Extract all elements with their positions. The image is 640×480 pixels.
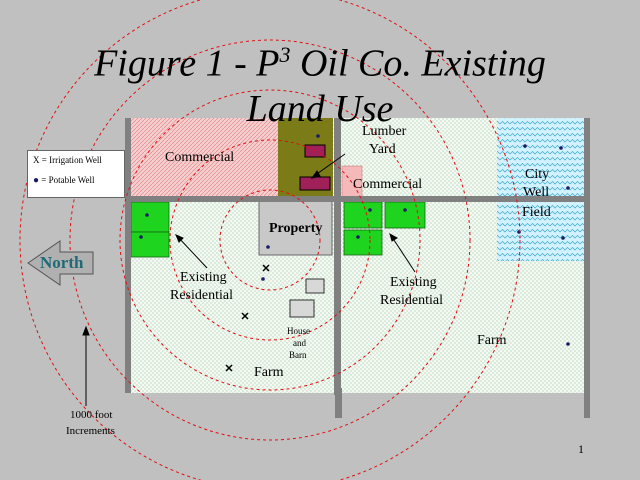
label-house-line1: House <box>287 326 310 336</box>
legend-potable: = Potable Well <box>41 175 95 185</box>
label-lumber-line2: Yard <box>369 142 396 157</box>
residential-lot <box>343 201 383 229</box>
barn-building <box>289 299 315 318</box>
north-label: North <box>40 253 84 272</box>
distance-ring <box>19 0 521 480</box>
city-well-field-zone <box>497 118 585 261</box>
label-lumber-line1: Lumber <box>362 124 407 139</box>
label-increments-line1: 1000 foot <box>70 409 113 421</box>
distance-ring <box>219 189 321 291</box>
label-commercial-right: Commercial <box>353 177 423 192</box>
label-residential-left-line2: Residential <box>170 288 233 303</box>
road-east <box>584 118 590 418</box>
potable-dot-icon: ● <box>33 175 40 186</box>
distance-ring <box>119 89 421 391</box>
legend-irrigation: X = Irrigation Well <box>33 155 102 165</box>
road-center <box>334 118 341 395</box>
potable-well-dot <box>266 245 270 249</box>
potable-well-dot <box>566 342 570 346</box>
irrigation-wells <box>225 264 270 372</box>
residential-lot <box>130 201 170 233</box>
map-legend: X = Irrigation Well ● = Potable Well <box>27 150 125 198</box>
irrigation-well-x <box>225 364 233 372</box>
title-superscript: 3 <box>279 42 291 67</box>
label-residential-right-line2: Residential <box>380 293 443 308</box>
residential-lot <box>130 231 170 258</box>
potable-well-dot <box>145 213 149 217</box>
label-residential-right-line1: Existing <box>390 275 437 290</box>
label-residential-left-line1: Existing <box>180 270 227 285</box>
label-farm-right: Farm <box>477 333 507 348</box>
road-west <box>125 118 131 393</box>
label-commercial-left: Commercial <box>165 150 235 165</box>
road-horizontal <box>125 196 589 202</box>
figure-title-line2: Land Use <box>246 88 394 130</box>
label-farm-left: Farm <box>254 365 284 380</box>
potable-well-dot <box>523 144 527 148</box>
potable-well-dot <box>316 134 320 138</box>
potable-well-dot <box>368 208 372 212</box>
potable-well-dot <box>561 236 565 240</box>
label-city-line3: Field <box>522 205 551 220</box>
title-text: Figure 1 - P <box>94 42 280 85</box>
potable-well-dot <box>566 186 570 190</box>
house-building <box>305 278 325 294</box>
label-city-line2: Well <box>523 185 550 200</box>
commercial-left-zone <box>130 118 278 198</box>
potable-well-dot <box>403 208 407 212</box>
label-house-line2: and <box>293 338 306 348</box>
legend-potable-row: ● = Potable Well <box>33 175 94 186</box>
label-increments-line2: Increments <box>66 425 115 437</box>
label-city-line1: City <box>525 167 550 182</box>
residential-lot <box>343 229 383 256</box>
road-center-south <box>335 388 342 418</box>
potable-well-dot <box>559 146 563 150</box>
lumber-building-2 <box>299 176 331 191</box>
irrigation-well-x <box>241 312 249 320</box>
label-property: Property <box>269 221 323 236</box>
distance-ring <box>69 39 471 441</box>
title-text-rest: Oil Co. Existing <box>290 42 546 85</box>
figure-title-line1: Figure 1 - P3 Oil Co. Existing <box>0 44 640 83</box>
irrigation-well-x <box>262 264 270 272</box>
property-parcel <box>258 199 333 256</box>
residential-lot <box>384 201 426 229</box>
distance-rings <box>19 0 521 480</box>
north-arrow-icon <box>27 240 94 286</box>
potable-well-dot <box>356 235 360 239</box>
page-number: 1 <box>578 442 584 456</box>
distance-ring <box>169 139 371 341</box>
potable-well-dot <box>261 277 265 281</box>
potable-well-dot <box>139 235 143 239</box>
label-house-line3: Barn <box>289 350 307 360</box>
label-arrows <box>82 153 416 406</box>
